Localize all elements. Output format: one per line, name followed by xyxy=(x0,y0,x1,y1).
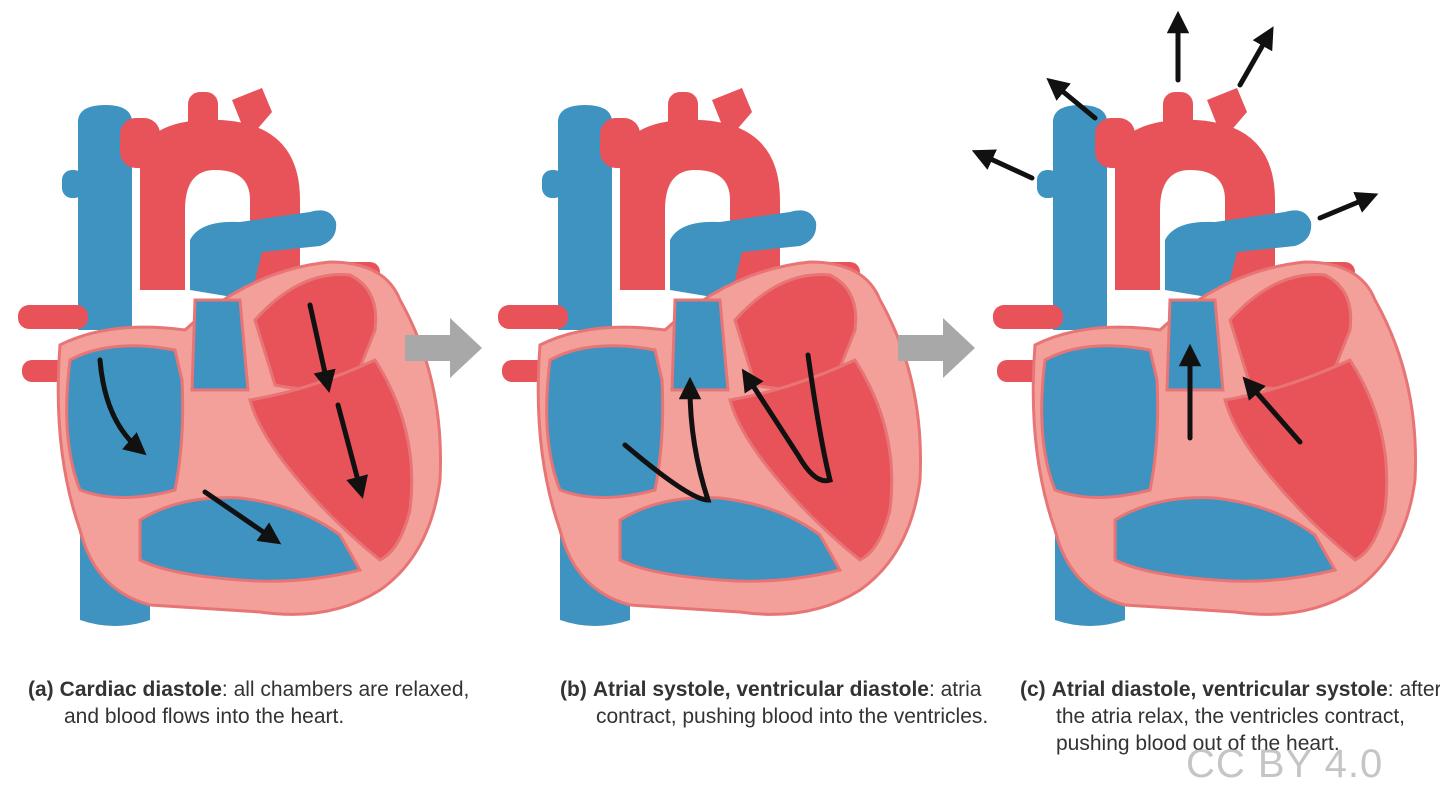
caption-panel-a: (a)Cardiac diastole: all chambers are re… xyxy=(28,676,484,730)
panel-label: (c) xyxy=(1020,678,1046,701)
phase-term: Atrial systole, ventricular diastole xyxy=(593,678,929,701)
panel-label: (b) xyxy=(560,678,587,701)
heart-panel-a xyxy=(18,88,441,626)
phase-term: Atrial diastole, ventricular systole xyxy=(1052,678,1388,701)
caption-panel-b: (b)Atrial systole, ventricular diastole:… xyxy=(560,676,1016,730)
license-watermark: CC BY 4.0 xyxy=(1186,742,1383,787)
panel-label: (a) xyxy=(28,678,54,701)
heart-panel-c xyxy=(982,22,1416,626)
phase-term: Cardiac diastole xyxy=(60,678,222,701)
heart-panel-b xyxy=(498,88,921,626)
